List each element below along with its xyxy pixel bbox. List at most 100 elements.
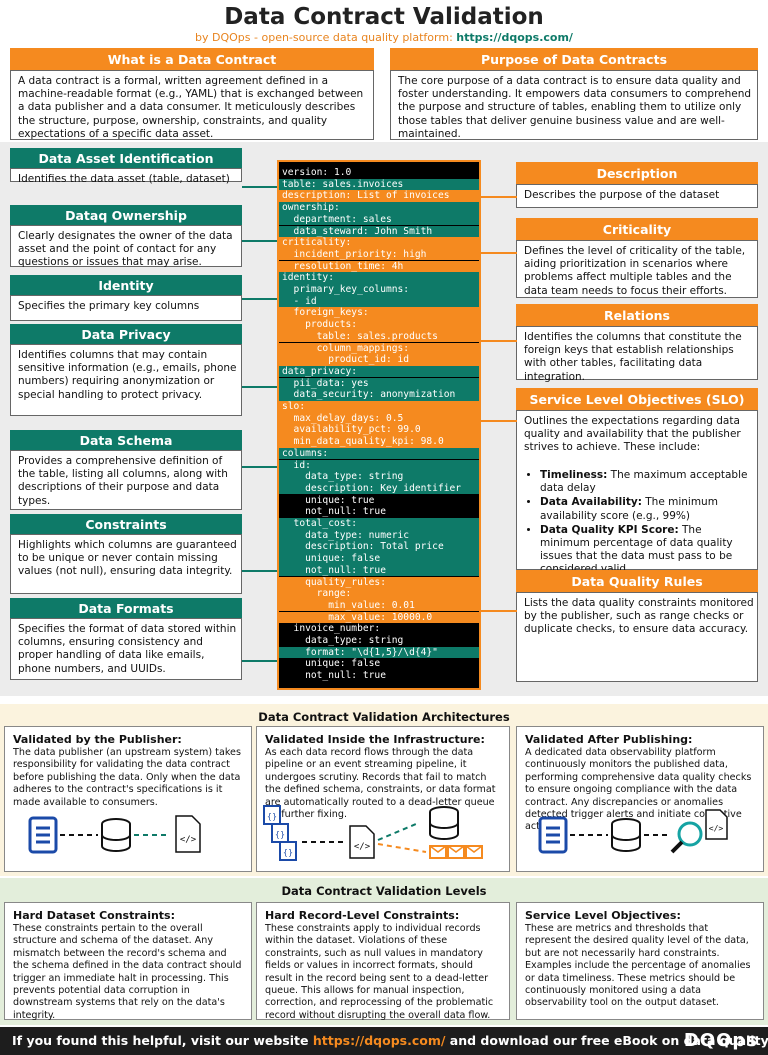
purpose-box: The core purpose of a data contract is t… bbox=[390, 70, 758, 140]
subtitle-prefix: by DQOps - open-source data quality plat… bbox=[195, 31, 453, 44]
yaml-line: columns: bbox=[279, 447, 479, 460]
yaml-line: unique: false bbox=[279, 658, 479, 670]
yaml-line: max_delay_days: 0.5 bbox=[279, 412, 479, 425]
relations-box: Identifies the columns that constitute t… bbox=[516, 326, 758, 383]
yaml-line: quality_rules: bbox=[279, 576, 479, 589]
constraints-box: Highlights which columns are guaranteed … bbox=[10, 534, 242, 594]
svg-text:</>: </> bbox=[709, 824, 724, 833]
magnifier-icon bbox=[670, 821, 703, 854]
purpose-header: Purpose of Data Contracts bbox=[390, 48, 758, 70]
level-card-title: Service Level Objectives: bbox=[525, 909, 681, 922]
database-icon bbox=[101, 818, 131, 852]
data-privacy-box: Identifies columns that may contain sens… bbox=[10, 344, 242, 416]
data-formats-header: Data Formats bbox=[10, 598, 242, 618]
purpose-text: The core purpose of a data contract is t… bbox=[398, 75, 752, 140]
level-card-text: These constraints apply to individual re… bbox=[265, 923, 494, 1021]
data-privacy-text: Identifies columns that may contain sens… bbox=[18, 349, 237, 401]
criticality-text: Defines the level of criticality of the … bbox=[524, 245, 746, 297]
data-asset-identification-text: Identifies the data asset (table, datase… bbox=[18, 173, 230, 185]
dataq-ownership-header: Dataq Ownership bbox=[10, 205, 242, 225]
connector-schema bbox=[242, 466, 279, 468]
constraints-text: Highlights which columns are guaranteed … bbox=[18, 539, 237, 578]
yaml-line: data_type: string bbox=[279, 471, 479, 483]
dead-letter-queue-icon bbox=[429, 845, 483, 859]
svg-text:{}: {} bbox=[275, 830, 285, 839]
dataq-ownership-box: Clearly designates the owner of the data… bbox=[10, 225, 242, 269]
yaml-line: min_value: 0.01 bbox=[279, 599, 479, 612]
yaml-line: invoice_number: bbox=[279, 623, 479, 635]
level-card-text: These are metrics and thresholds that re… bbox=[525, 923, 751, 1009]
level-card-title: Hard Record-Level Constraints: bbox=[265, 909, 460, 922]
architecture-card-text: The data publisher (an upstream system) … bbox=[13, 747, 241, 808]
yaml-line: description: Total price bbox=[279, 541, 479, 553]
yaml-line: data_type: numeric bbox=[279, 529, 479, 542]
database-icon bbox=[611, 818, 641, 852]
footer-suffix: and download our free eBook on data qual… bbox=[449, 1033, 768, 1048]
data-schema-text: Provides a comprehensive definition of t… bbox=[18, 455, 228, 507]
footer-link[interactable]: https://dqops.com/ bbox=[312, 1033, 446, 1048]
subtitle-link[interactable]: https://dqops.com/ bbox=[456, 31, 573, 44]
connector-description bbox=[479, 196, 517, 198]
slo-bullet-item: Timeliness: The maximum acceptable data … bbox=[540, 469, 752, 495]
relations-header: Relations bbox=[516, 304, 758, 326]
data-formats-text: Specifies the format of data stored with… bbox=[18, 623, 237, 675]
criticality-header: Criticality bbox=[516, 218, 758, 240]
yaml-line: min_data_quality_kpi: 98.0 bbox=[279, 436, 479, 448]
data-quality-rules-text: Lists the data quality constraints monit… bbox=[524, 597, 754, 636]
document-icon bbox=[538, 816, 568, 854]
data-asset-identification-header: Data Asset Identification bbox=[10, 148, 242, 168]
level-card-1: Hard Dataset Constraints:These constrain… bbox=[4, 902, 252, 1021]
level-card-2: Hard Record-Level Constraints:These cons… bbox=[256, 902, 510, 1021]
footer-text: If you found this helpful, visit our web… bbox=[12, 1033, 768, 1048]
what-is-box: A data contract is a formal, written agr… bbox=[10, 70, 374, 140]
slo-bullet-item: Data Availability: The minimum availabil… bbox=[540, 496, 752, 522]
description-box: Describes the purpose of the dataset bbox=[516, 184, 758, 208]
dqops-logo: DQOps bbox=[683, 1030, 758, 1051]
infrastructure-diagram: {} {} {} </> bbox=[263, 805, 483, 861]
document-icon bbox=[28, 816, 58, 854]
architecture-card-title: Validated After Publishing: bbox=[525, 733, 693, 746]
yaml-line: description: List of invoices bbox=[279, 190, 479, 202]
slo-bullet-label: Timeliness: bbox=[540, 469, 608, 481]
identity-header: Identity bbox=[10, 275, 242, 295]
level-card-title: Hard Dataset Constraints: bbox=[13, 909, 176, 922]
data-schema-header: Data Schema bbox=[10, 430, 242, 450]
slo-bullet-label: Data Quality KPI Score: bbox=[540, 523, 679, 536]
publisher-diagram: </> bbox=[28, 815, 201, 854]
identity-text: Specifies the primary key columns bbox=[18, 300, 200, 312]
connector-asset bbox=[242, 186, 279, 188]
yaml-line: id: bbox=[279, 459, 479, 472]
connector-relations bbox=[479, 340, 517, 342]
description-text: Describes the purpose of the dataset bbox=[524, 189, 720, 201]
connector-slo bbox=[479, 420, 517, 422]
data-formats-box: Specifies the format of data stored with… bbox=[10, 618, 242, 680]
architectures-title: Data Contract Validation Architectures bbox=[258, 710, 510, 724]
connector-privacy bbox=[242, 386, 279, 388]
yaml-line: data_type: string bbox=[279, 635, 479, 647]
dataq-ownership-text: Clearly designates the owner of the data… bbox=[18, 230, 233, 269]
level-card-3: Service Level Objectives:These are metri… bbox=[516, 902, 764, 1020]
yaml-line: slo: bbox=[279, 401, 479, 413]
connector-constraints bbox=[242, 570, 279, 572]
yaml-line: product_id: id bbox=[279, 354, 479, 366]
connector-identity bbox=[242, 298, 279, 300]
yaml-line: range: bbox=[279, 588, 479, 600]
yaml-line: department: sales bbox=[279, 213, 479, 226]
code-file-icon: </> bbox=[175, 815, 201, 853]
identity-box: Specifies the primary key columns bbox=[10, 295, 242, 321]
yaml-line: data_privacy: bbox=[279, 365, 479, 378]
description-header: Description bbox=[516, 162, 758, 184]
database-icon bbox=[429, 806, 459, 840]
yaml-line: not_null: true bbox=[279, 564, 479, 577]
data-privacy-header: Data Privacy bbox=[10, 324, 242, 344]
yaml-line: unique: true bbox=[279, 494, 479, 507]
yaml-line: not_null: true bbox=[279, 506, 479, 518]
yaml-line: pii_data: yes bbox=[279, 377, 479, 390]
footer: If you found this helpful, visit our web… bbox=[0, 1027, 768, 1055]
slo-bullet-text: The maximum acceptable data delay bbox=[540, 469, 748, 495]
yaml-line: - id bbox=[279, 295, 479, 308]
svg-text:{}: {} bbox=[267, 812, 277, 821]
yaml-line: table: sales.products bbox=[279, 330, 479, 343]
svg-text:</>: </> bbox=[180, 835, 197, 845]
constraints-header: Constraints bbox=[10, 514, 242, 534]
